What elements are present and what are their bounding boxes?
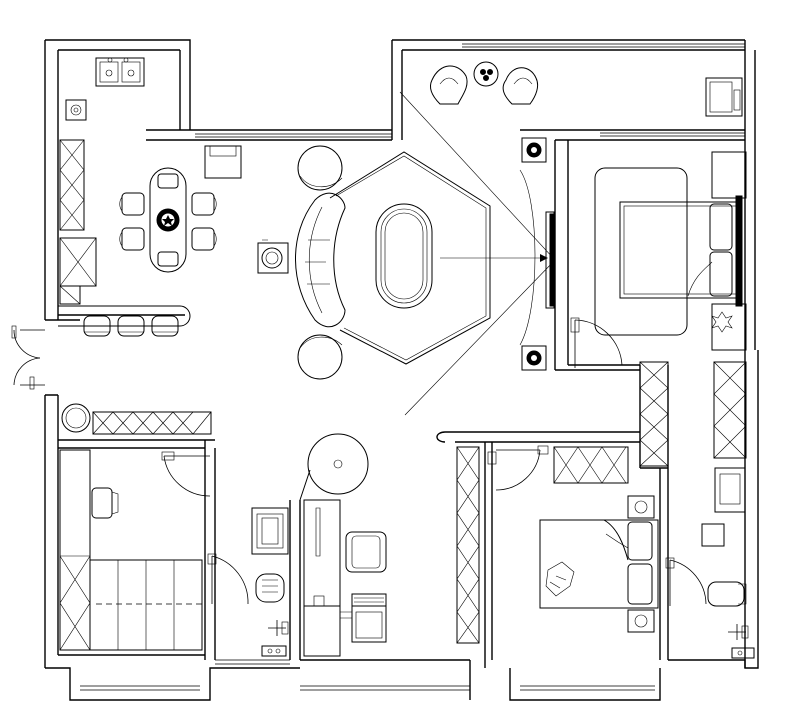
radiator [351, 593, 387, 607]
master-bedroom [570, 77, 747, 368]
tall-cabinet [59, 139, 85, 231]
round-table [307, 433, 369, 495]
armchair-small [204, 145, 242, 179]
bar-counter [58, 305, 191, 327]
bathroom [207, 507, 289, 657]
wardrobe [456, 446, 480, 644]
stove-burner [65, 99, 87, 121]
wardrobe [713, 361, 747, 459]
bedroom-rug [594, 167, 688, 336]
nightstand [627, 495, 655, 519]
entrance [11, 325, 212, 435]
living-room [257, 61, 556, 416]
ensuite-bathroom [665, 467, 755, 659]
wardrobes [456, 361, 747, 644]
double-sink [95, 57, 145, 87]
lounge-chair [429, 65, 468, 105]
curved-sofa [295, 192, 346, 328]
lounge-chair [502, 67, 539, 105]
round-side-table [61, 403, 91, 433]
bed-second [539, 519, 659, 609]
second-bedroom [487, 445, 659, 633]
accent-chair [297, 334, 343, 380]
kitchen [59, 57, 145, 305]
ensuite-drain [731, 647, 755, 659]
shoe-cabinet [92, 411, 212, 435]
dining-table [149, 167, 187, 273]
dining-chairs [119, 173, 217, 267]
laundry-cabinet [303, 499, 341, 607]
hexagon-rug [329, 151, 491, 365]
desk-chair [91, 487, 113, 519]
tv-cabinet [705, 77, 743, 117]
study-desk [59, 449, 91, 651]
coffee-table [375, 203, 433, 309]
speaker [521, 345, 547, 371]
nightstand [627, 609, 655, 633]
pillow [709, 251, 733, 297]
headboard [735, 195, 743, 307]
nightstand [711, 303, 747, 351]
laundry [299, 433, 387, 657]
ensuite-cabinet [701, 523, 725, 547]
pillow [709, 203, 733, 251]
accent-chair [297, 145, 343, 191]
wardrobe [553, 446, 629, 484]
study [59, 449, 211, 651]
washing-machine [345, 531, 387, 573]
nightstand [711, 151, 747, 199]
dining-area [58, 145, 242, 337]
pillow [627, 521, 653, 561]
ensuite-toilet [707, 581, 745, 607]
small-round-table [473, 61, 499, 87]
dryer [351, 605, 387, 643]
walls [44, 39, 759, 701]
bar-stool [83, 315, 111, 337]
wardrobe [639, 361, 669, 467]
floor-drain [261, 645, 287, 657]
ensuite-vanity [714, 467, 746, 513]
vanity [251, 507, 289, 555]
pillow [627, 563, 653, 605]
toilet [255, 573, 285, 603]
tv-console [545, 211, 555, 309]
speaker [521, 137, 547, 163]
